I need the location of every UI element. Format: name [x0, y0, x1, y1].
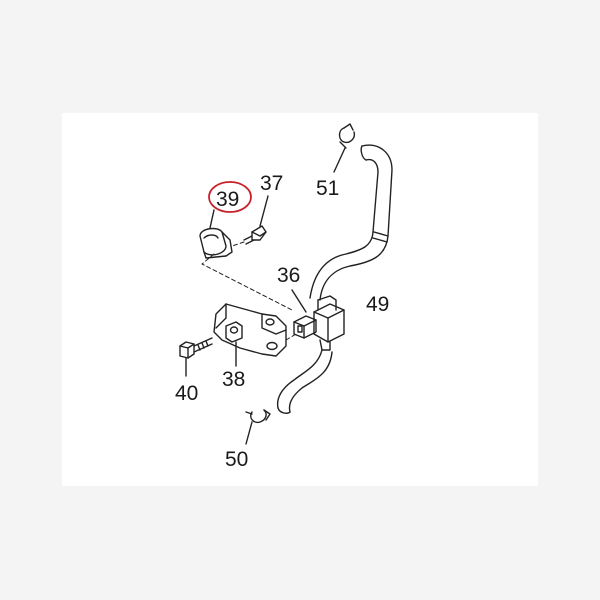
callout-50[interactable]: 50	[225, 448, 248, 471]
hose-50-hose[interactable]	[276, 349, 333, 414]
leader-39	[209, 209, 215, 229]
callout-39[interactable]: 39	[216, 188, 239, 211]
callout-49[interactable]: 49	[366, 293, 389, 316]
callout-51[interactable]: 51	[316, 177, 339, 200]
holder-39[interactable]	[199, 227, 233, 259]
screw-37[interactable]	[243, 225, 267, 245]
callout-36[interactable]: 36	[277, 264, 300, 287]
clamp-50[interactable]	[245, 409, 271, 424]
leader-36	[291, 289, 307, 313]
bracket-38[interactable]	[213, 303, 287, 357]
callout-37[interactable]: 37	[260, 172, 283, 195]
highlight-circle	[208, 181, 252, 213]
valve-36[interactable]	[293, 295, 345, 351]
clamp-51[interactable]	[338, 123, 356, 149]
parts-sheet	[62, 113, 538, 486]
leader-37	[259, 195, 269, 227]
callout-38[interactable]: 38	[222, 368, 245, 391]
bolt-40[interactable]	[179, 337, 213, 359]
assembly-lines	[201, 241, 297, 341]
hose-49[interactable]	[309, 144, 393, 301]
leader-50	[245, 421, 253, 445]
callout-40[interactable]: 40	[175, 382, 198, 405]
leader-51	[333, 147, 346, 173]
